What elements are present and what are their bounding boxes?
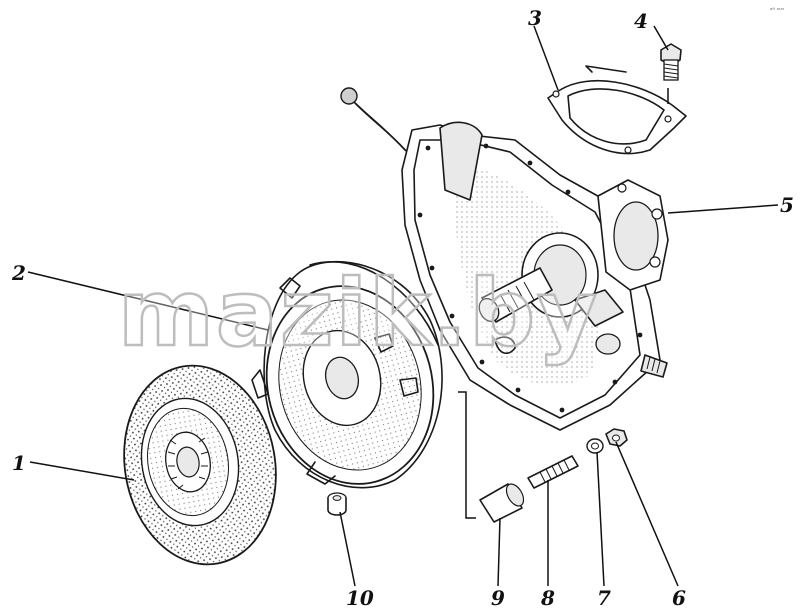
leader-1 xyxy=(29,461,135,481)
leader-7 xyxy=(596,451,605,587)
bushing xyxy=(327,492,347,516)
callout-1: 1 xyxy=(12,451,26,475)
clutch-housing xyxy=(401,121,668,431)
callout-10: 10 xyxy=(346,586,374,610)
pressure-plate-assembly xyxy=(251,260,443,489)
washer xyxy=(586,438,604,454)
bolt xyxy=(660,43,682,81)
leader-3 xyxy=(533,25,559,91)
leader-10 xyxy=(339,511,356,587)
sleeve xyxy=(479,483,525,523)
threaded-stud xyxy=(527,455,579,489)
callout-4: 4 xyxy=(634,9,648,33)
callout-8: 8 xyxy=(540,586,555,610)
cover-gasket xyxy=(547,65,687,155)
leader-6 xyxy=(615,441,679,587)
bearing-housing xyxy=(597,179,669,291)
watermark-text: mazik.by xyxy=(118,260,599,367)
leader-4 xyxy=(653,25,669,51)
callout-5: 5 xyxy=(780,193,794,217)
corner-mark: ₐ₉ ₘₐᵣ xyxy=(770,5,785,12)
leader-9 xyxy=(497,517,501,587)
callout-2: 2 xyxy=(11,261,26,285)
assembly-guide-line xyxy=(458,391,476,519)
callout-6: 6 xyxy=(672,586,686,610)
release-lever xyxy=(340,87,410,155)
leader-2 xyxy=(27,271,269,331)
nut xyxy=(605,428,628,447)
clutch-disc xyxy=(123,364,277,566)
callout-7: 7 xyxy=(597,586,611,610)
leader-lines xyxy=(27,25,779,587)
callout-9: 9 xyxy=(491,586,505,610)
callout-3: 3 xyxy=(528,6,542,30)
leader-5 xyxy=(667,204,779,214)
